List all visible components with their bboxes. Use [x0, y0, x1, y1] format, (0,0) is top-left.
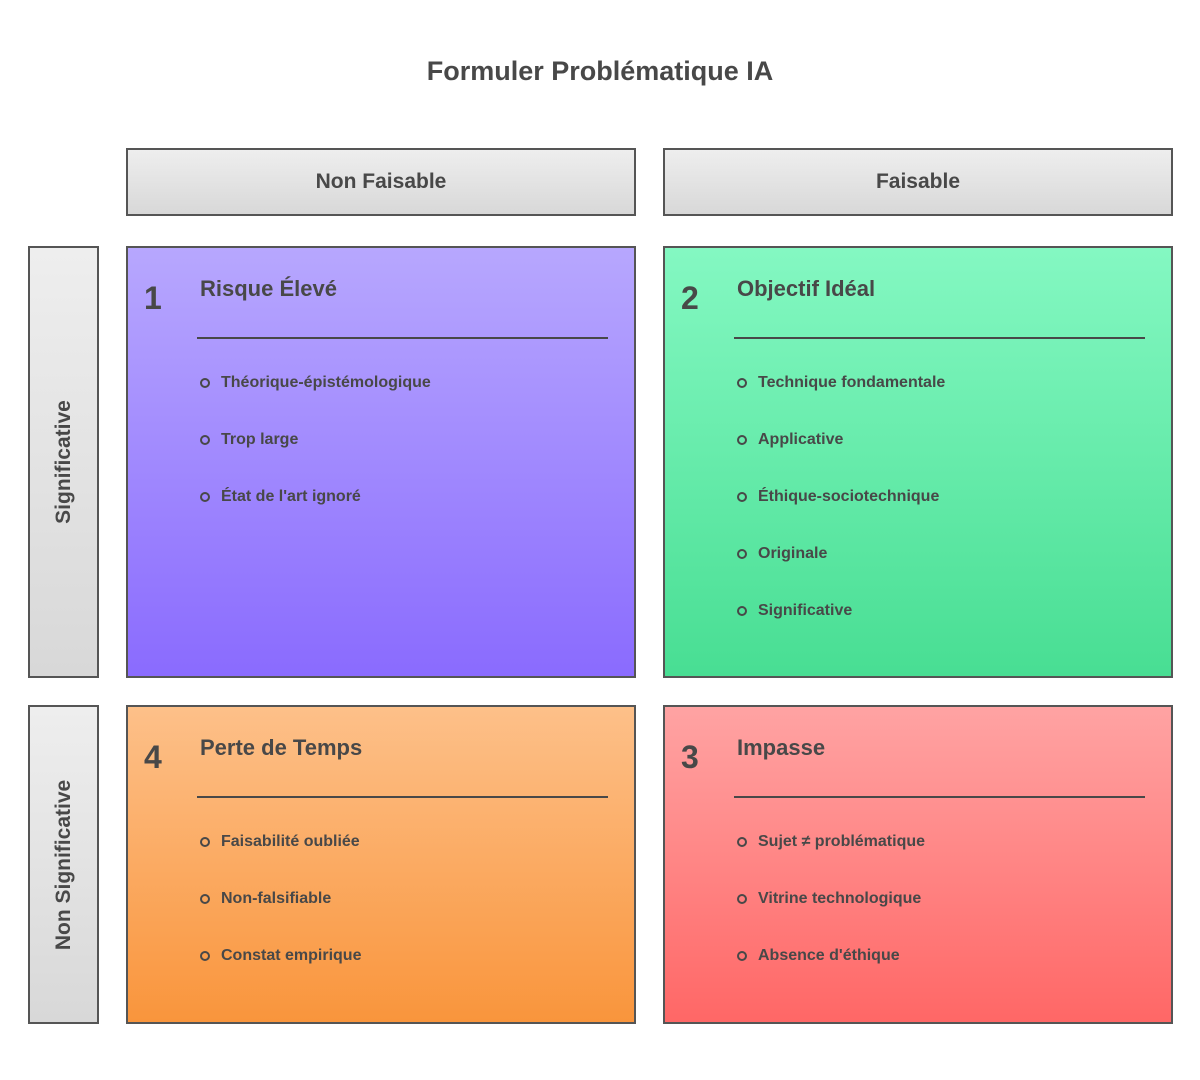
list-item: Absence d'éthique	[737, 945, 925, 1002]
list-item-label: État de l'art ignoré	[221, 488, 361, 505]
column-header-non-faisable: Non Faisable	[126, 148, 636, 216]
list-item: Significative	[737, 600, 945, 657]
bullet-icon	[737, 549, 747, 559]
list-item: Constat empirique	[200, 945, 361, 1002]
quadrant-perte-de-temps: 4 Perte de Temps Faisabilité oubliée Non…	[126, 705, 636, 1024]
bullet-icon	[200, 894, 210, 904]
quadrant-title: Objectif Idéal	[737, 276, 876, 301]
list-item-label: Sujet ≠ problématique	[758, 833, 926, 850]
bullet-icon	[737, 606, 747, 616]
quadrant-list: Faisabilité oubliée Non-falsifiable Cons…	[200, 831, 361, 1002]
bullet-icon	[737, 837, 747, 847]
quadrant-title: Risque Élevé	[200, 276, 337, 301]
list-item-label: Constat empirique	[221, 947, 362, 964]
list-item: Originale	[737, 543, 945, 600]
bullet-icon	[737, 894, 747, 904]
list-item: Applicative	[737, 429, 945, 486]
row-header-significative: Significative	[28, 246, 99, 678]
list-item-label: Absence d'éthique	[758, 947, 900, 964]
list-item-label: Trop large	[221, 431, 299, 448]
bullet-icon	[737, 492, 747, 502]
quadrant-divider	[734, 337, 1145, 339]
list-item-label: Technique fondamentale	[758, 374, 946, 391]
list-item-label: Applicative	[758, 431, 844, 448]
bullet-icon	[200, 378, 210, 388]
quadrant-number: 4	[144, 739, 162, 775]
list-item-label: Théorique-épistémologique	[221, 374, 431, 391]
quadrant-list: Théorique-épistémologique Trop large Éta…	[200, 372, 431, 543]
row-header-label: Non Significative	[51, 779, 75, 950]
quadrant-number: 3	[681, 739, 699, 775]
list-item: Théorique-épistémologique	[200, 372, 431, 429]
bullet-icon	[737, 378, 747, 388]
quadrant-divider	[197, 337, 608, 339]
list-item: Trop large	[200, 429, 431, 486]
quadrant-number: 1	[144, 280, 162, 316]
list-item-label: Non-falsifiable	[221, 890, 332, 907]
bullet-icon	[200, 492, 210, 502]
bullet-icon	[737, 435, 747, 445]
bullet-icon	[737, 951, 747, 961]
column-header-faisable: Faisable	[663, 148, 1173, 216]
quadrant-list: Sujet ≠ problématique Vitrine technologi…	[737, 831, 925, 1002]
quadrant-list: Technique fondamentale Applicative Éthiq…	[737, 372, 945, 657]
quadrant-risque-eleve: 1 Risque Élevé Théorique-épistémologique…	[126, 246, 636, 678]
list-item: Technique fondamentale	[737, 372, 945, 429]
list-item: Sujet ≠ problématique	[737, 831, 925, 888]
list-item-label: Vitrine technologique	[758, 890, 922, 907]
quadrant-divider	[197, 796, 608, 798]
row-header-non-significative: Non Significative	[28, 705, 99, 1024]
list-item-label: Faisabilité oubliée	[221, 833, 360, 850]
bullet-icon	[200, 435, 210, 445]
diagram-title: Formuler Problématique IA	[426, 56, 774, 86]
quadrant-impasse: 3 Impasse Sujet ≠ problématique Vitrine …	[663, 705, 1173, 1024]
quadrant-number: 2	[681, 280, 699, 316]
row-header-label: Significative	[51, 400, 75, 524]
list-item: Non-falsifiable	[200, 888, 361, 945]
list-item: Faisabilité oubliée	[200, 831, 361, 888]
list-item: Éthique-sociotechnique	[737, 486, 945, 543]
quadrant-title: Perte de Temps	[200, 735, 363, 760]
list-item-label: Éthique-sociotechnique	[758, 488, 940, 505]
list-item-label: Originale	[758, 545, 828, 562]
list-item: Vitrine technologique	[737, 888, 925, 945]
quadrant-title: Impasse	[737, 735, 826, 760]
list-item-label: Significative	[758, 602, 853, 619]
quadrant-divider	[734, 796, 1145, 798]
bullet-icon	[200, 951, 210, 961]
list-item: État de l'art ignoré	[200, 486, 431, 543]
quadrant-objectif-ideal: 2 Objectif Idéal Technique fondamentale …	[663, 246, 1173, 678]
bullet-icon	[200, 837, 210, 847]
